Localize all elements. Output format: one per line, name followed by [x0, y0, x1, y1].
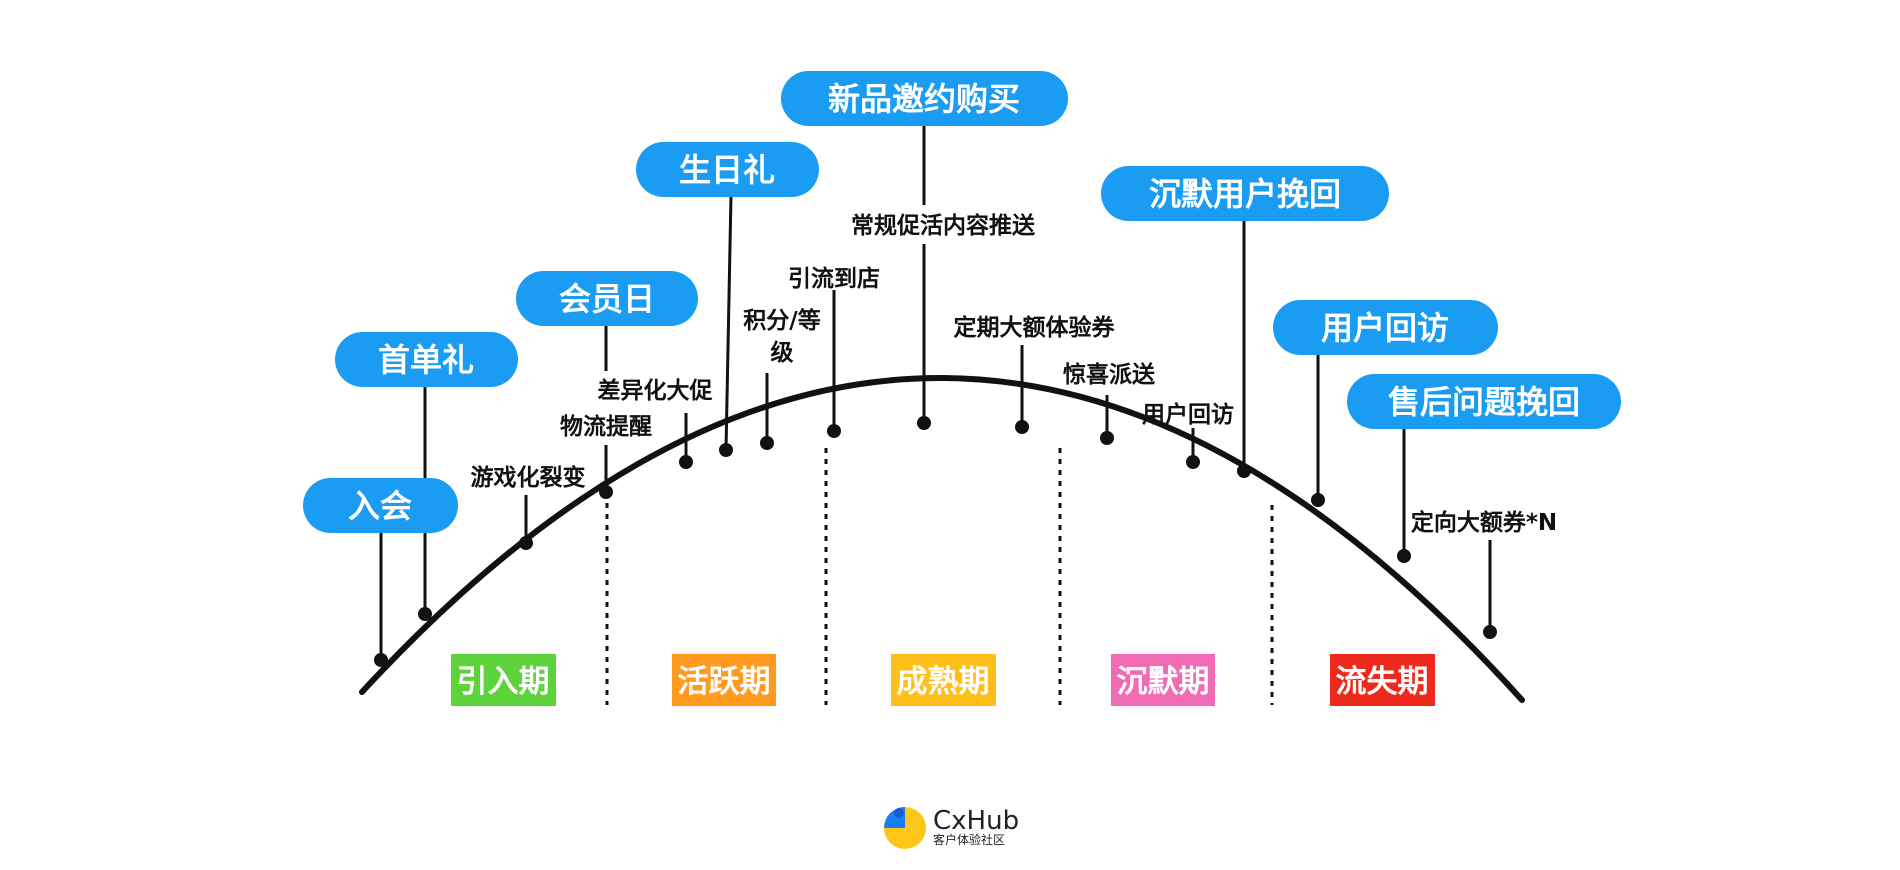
pill-first-order: 首单礼: [335, 332, 518, 387]
cxhub-logo-icon: [884, 807, 926, 849]
label-surprise: 惊喜派送: [1063, 361, 1155, 388]
phase-intro: 引入期: [451, 654, 556, 706]
phase-silent-label: 沉默期: [1117, 664, 1210, 700]
cxhub-logo: CxHub 客户体验社区: [884, 806, 1019, 849]
label-gamified: 游戏化裂变: [471, 464, 586, 491]
pill-birthday: 生日礼: [636, 142, 819, 197]
label-regular-push: 常规促活内容推送: [851, 212, 1035, 239]
pill-birthday-label: 生日礼: [679, 151, 775, 189]
connectors: [379, 125, 1492, 660]
pill-member-day-label: 会员日: [559, 280, 655, 318]
pill-user-revisit-label: 用户回访: [1321, 309, 1449, 347]
pill-user-revisit: 用户回访: [1273, 300, 1498, 355]
phase-active: 活跃期: [672, 654, 776, 706]
label-drive-store: 引流到店: [788, 265, 880, 292]
pill-silent-recall-label: 沉默用户挽回: [1149, 175, 1341, 213]
pill-member-day: 会员日: [516, 271, 698, 326]
label-logistics: 物流提醒: [560, 413, 652, 440]
small-labels: 游戏化裂变 物流提醒 差异化大促 积分/等 级 引流到店 常规促活内容推送 定期…: [471, 212, 1558, 536]
label-diff-promo: 差异化大促: [598, 377, 714, 404]
phase-mature: 成熟期: [891, 654, 996, 706]
pill-after-sales: 售后问题挽回: [1347, 374, 1621, 429]
label-points-line2: 级: [771, 339, 794, 366]
phase-churn-label: 流失期: [1336, 664, 1429, 700]
phase-mature-label: 成熟期: [897, 664, 990, 700]
phase-active-label: 活跃期: [678, 664, 771, 700]
pill-new-product: 新品邀约购买: [781, 71, 1068, 126]
pill-join-label: 入会: [348, 487, 412, 525]
curve-points: [374, 416, 1497, 667]
phase-intro-label: 引入期: [457, 664, 550, 700]
lifecycle-curve: [359, 375, 1525, 703]
label-points-line1: 积分/等: [743, 307, 820, 334]
label-big-coupon: 定期大额体验券: [954, 314, 1116, 341]
pill-silent-recall: 沉默用户挽回: [1101, 166, 1389, 221]
logo-subtitle: 客户体验社区: [933, 832, 1005, 847]
label-targeted-coupon: 定向大额券*N: [1411, 509, 1557, 536]
label-revisit-small: 用户回访: [1142, 401, 1234, 428]
pill-after-sales-label: 售后问题挽回: [1388, 383, 1580, 421]
pill-first-order-label: 首单礼: [378, 341, 474, 379]
logo-name: CxHub: [933, 806, 1019, 836]
phase-dividers: [605, 448, 1274, 705]
phase-churn: 流失期: [1330, 654, 1435, 706]
pill-join: 入会: [303, 478, 458, 533]
pill-new-product-label: 新品邀约购买: [828, 80, 1020, 118]
phase-silent: 沉默期: [1111, 654, 1215, 706]
